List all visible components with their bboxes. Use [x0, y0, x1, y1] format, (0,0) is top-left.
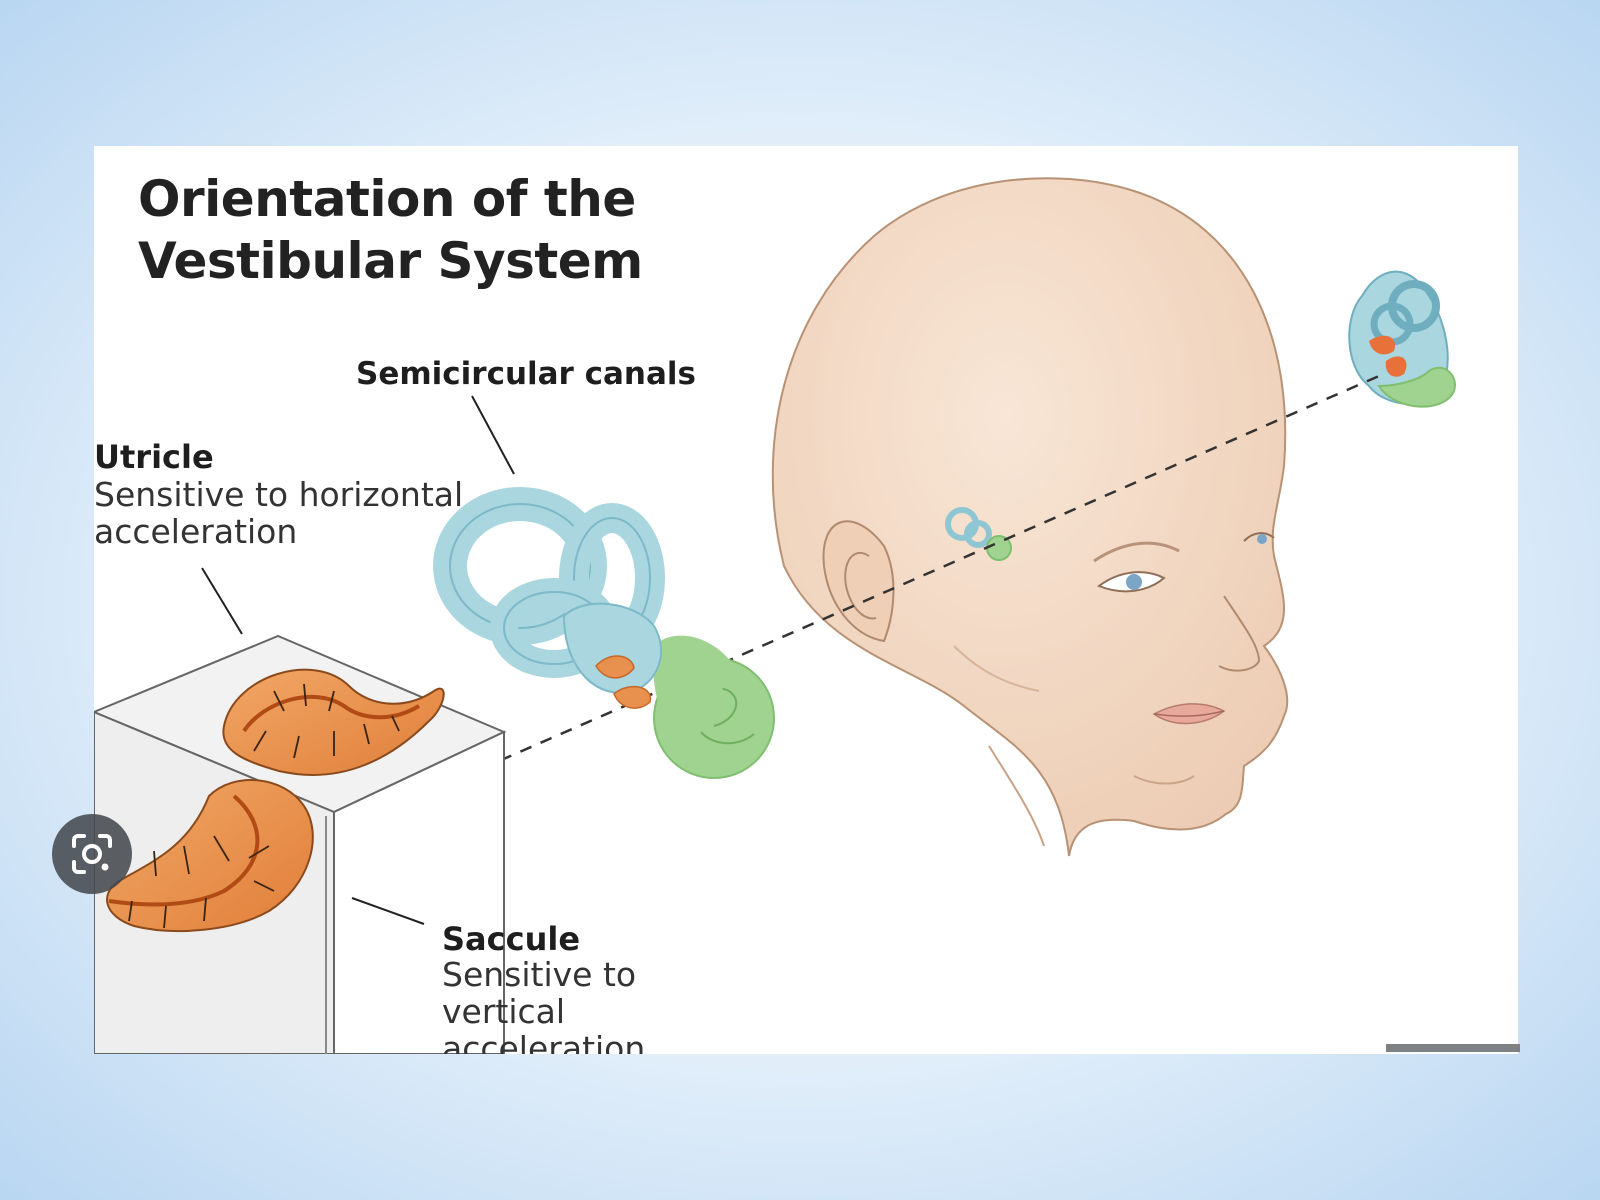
title-line-1: Orientation of the	[138, 170, 636, 228]
page-title: Orientation of the Vestibular System	[138, 168, 643, 292]
utricle-description: Sensitive to horizontal acceleration	[94, 475, 464, 551]
inner-ear-large	[433, 487, 775, 779]
saccule-macula	[106, 779, 314, 932]
scroll-indicator	[1386, 1044, 1520, 1052]
title-line-2: Vestibular System	[138, 232, 643, 290]
utricle-macula	[222, 668, 445, 776]
vestibular-illustration	[94, 177, 1456, 1054]
saccule-description: Sensitive to vertical acceleration	[442, 955, 646, 1054]
head-illustration	[771, 177, 1289, 857]
google-lens-button[interactable]	[52, 814, 132, 894]
semicircular-canals-label: Semicircular canals	[356, 356, 697, 392]
google-lens-icon	[72, 834, 112, 874]
saccule-label: Saccule	[442, 920, 581, 958]
otolith-box	[94, 634, 507, 1054]
inner-ear-small-right	[1348, 270, 1456, 408]
utricle-leader	[201, 567, 243, 635]
diagram-panel: Orientation of the Vestibular System Sem…	[94, 146, 1518, 1054]
utricle-label: Utricle	[94, 438, 214, 476]
semicircular-leader	[471, 395, 515, 475]
saccule-leader	[351, 897, 425, 925]
